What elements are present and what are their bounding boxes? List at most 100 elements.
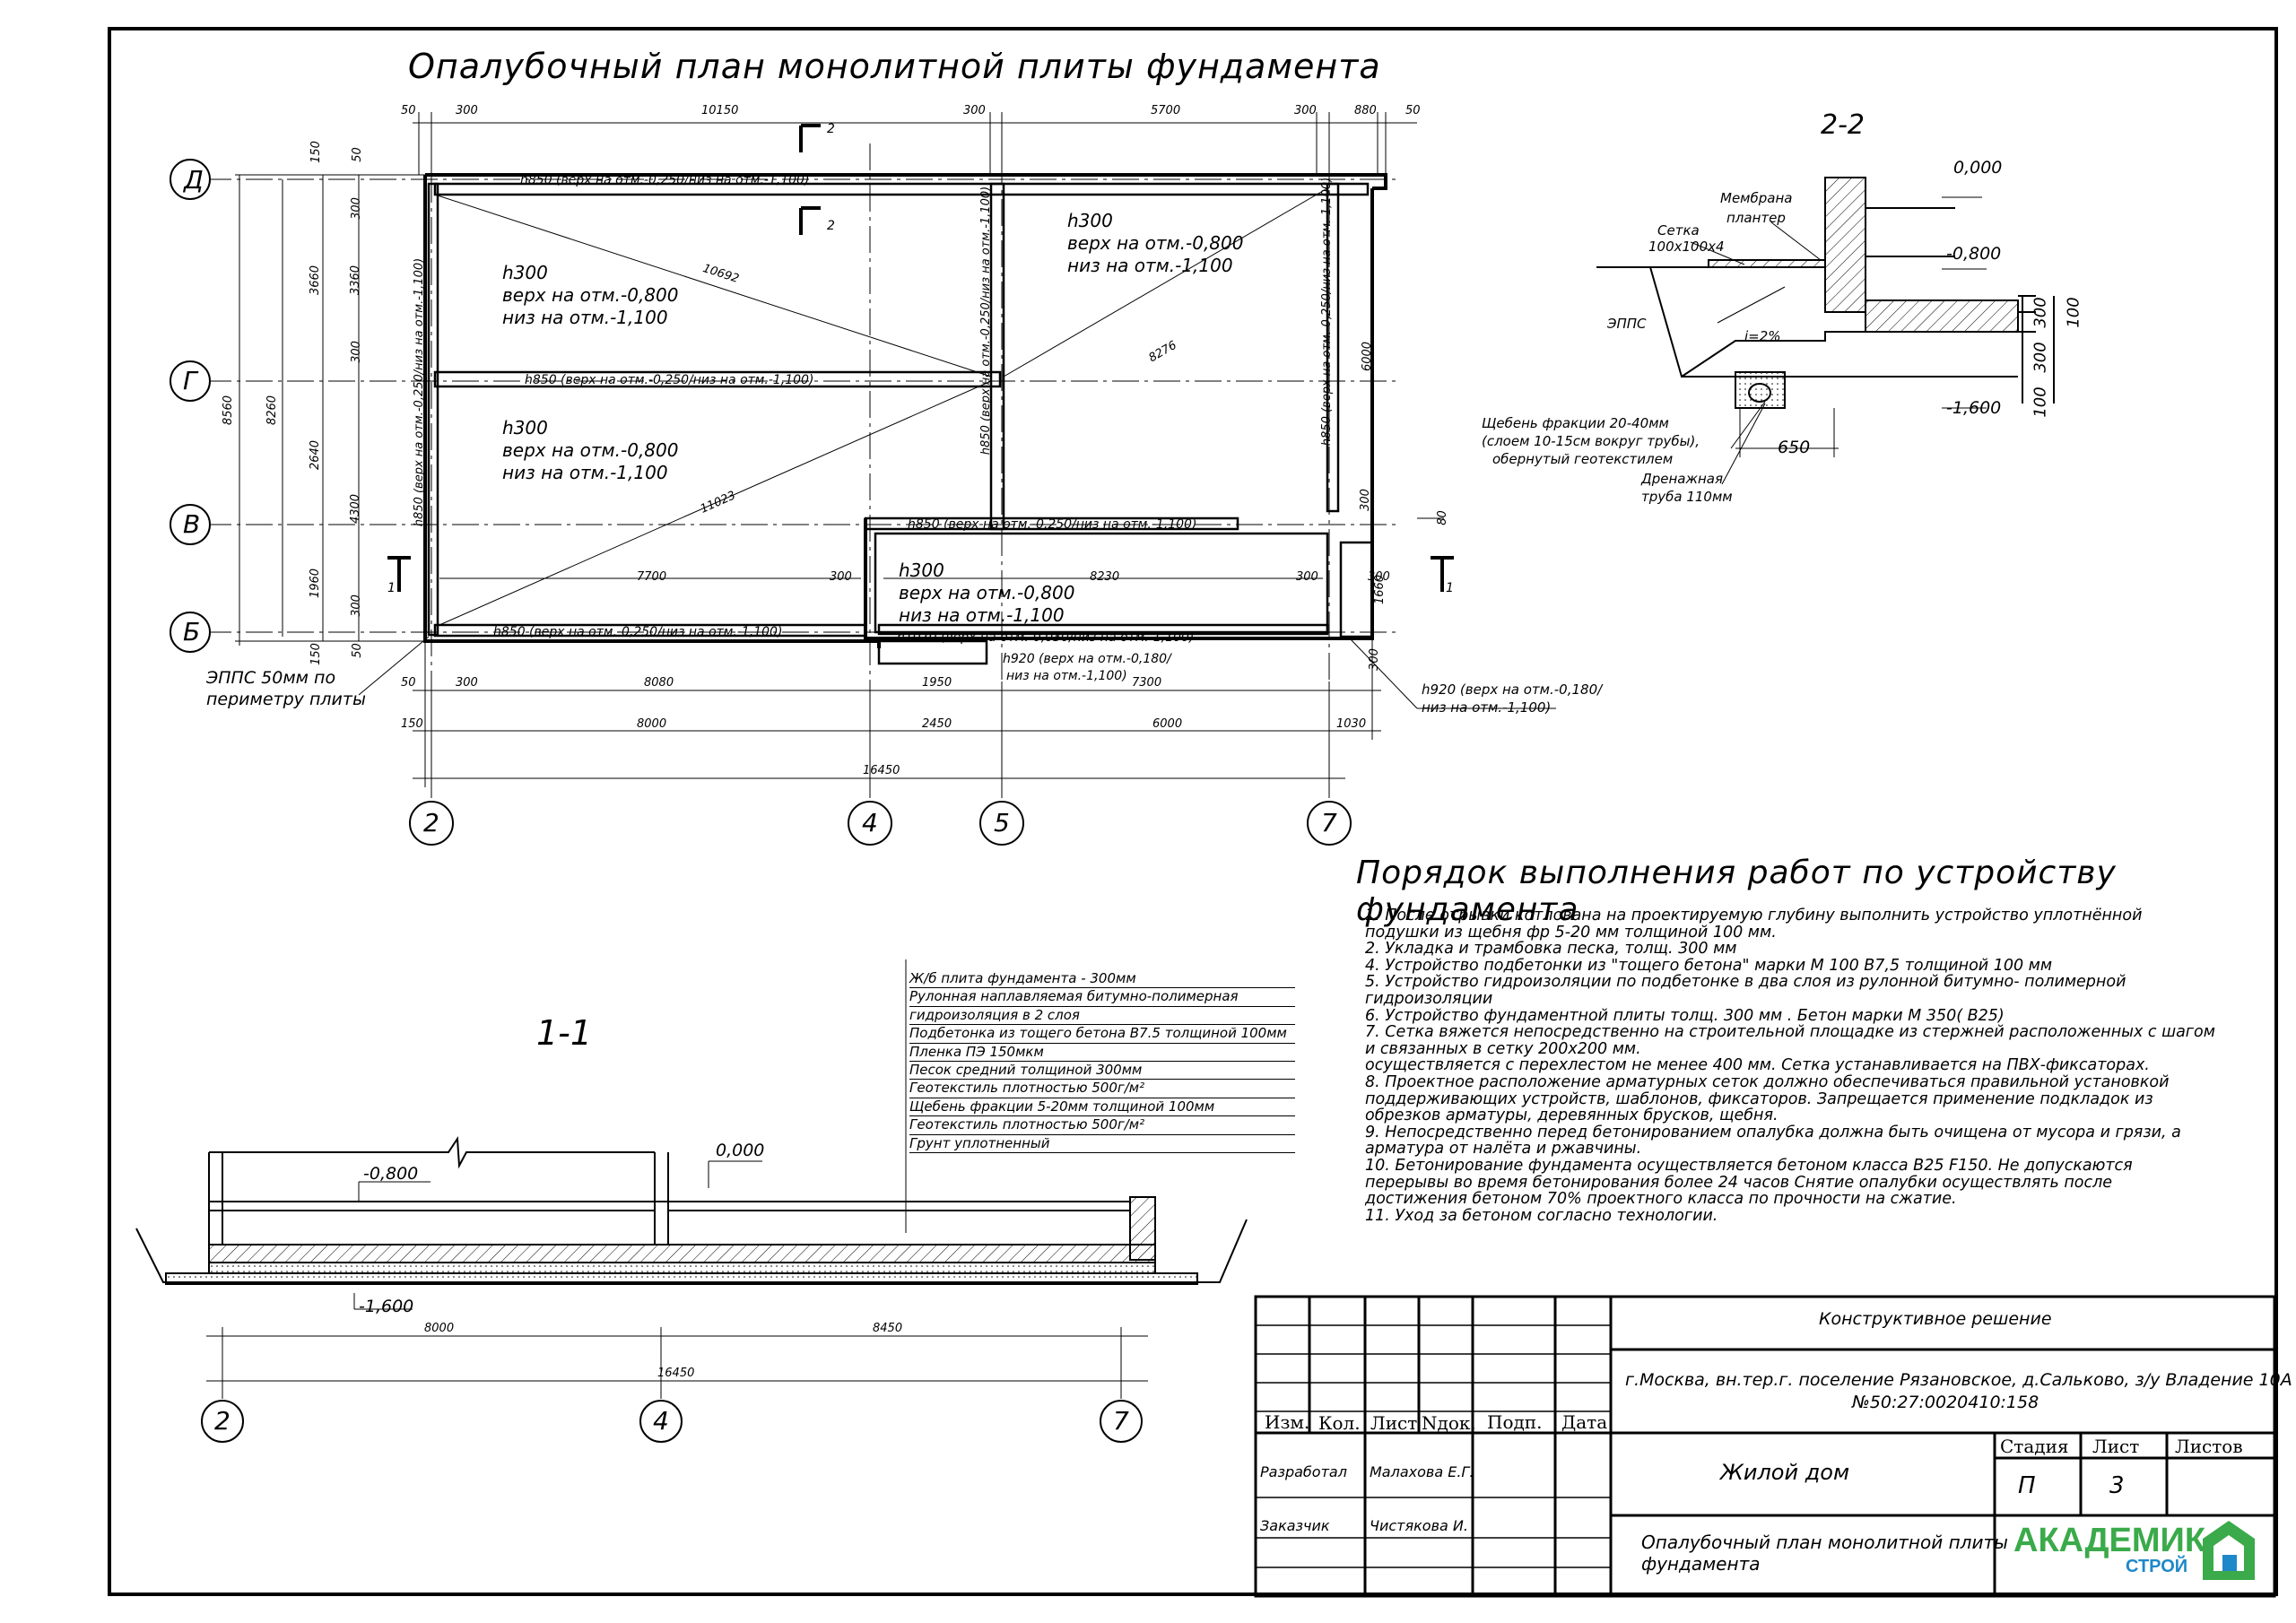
- dim-text: 50: [350, 147, 364, 162]
- logo-house-icon: [2203, 1521, 2255, 1580]
- dim-text: 150: [309, 643, 323, 665]
- tb-developer-name: Малахова Е.Г.: [1370, 1463, 1474, 1480]
- layer-item: Грунт уплотненный: [909, 1135, 1295, 1153]
- axis-bubble: [170, 504, 211, 545]
- dim-text: 6000: [1361, 341, 1375, 372]
- diagonal-dim: [434, 194, 992, 378]
- axis-bubble: [170, 159, 211, 200]
- tb-header: Кол.: [1318, 1412, 1361, 1434]
- dim-text: 2640: [309, 439, 323, 471]
- dim-text: 80: [1435, 510, 1449, 525]
- axis-label-2: 2: [214, 1406, 230, 1436]
- dim-text: 650: [1778, 438, 1811, 457]
- axis-label-7: 7: [1113, 1406, 1129, 1436]
- drawing-title: Опалубочный план монолитной плиты фундам…: [408, 47, 1381, 86]
- tb-developer-label: Разработал: [1260, 1463, 1347, 1480]
- company-logo-subtext: СТРОЙ: [2126, 1557, 2188, 1576]
- tb-stage-label: Стадия: [2000, 1436, 2069, 1457]
- cut-label: 2: [827, 122, 835, 136]
- layer-item: Щебень фракции 5-20мм толщиной 100мм: [909, 1098, 1295, 1117]
- dim-text: 300: [1368, 570, 1390, 584]
- section-note: Мембрана: [1720, 190, 1793, 206]
- dim-text: 1030: [1336, 717, 1367, 731]
- beam-label: h850 (верх на отм.-0,250/низ на отм.-1,1…: [1320, 177, 1335, 447]
- axis-label-4: 4: [653, 1406, 669, 1436]
- elevation-label: -1,600: [359, 1297, 414, 1316]
- dim-text: 8000: [424, 1322, 455, 1335]
- beam-label: h850 (верх на отм.-0,250/низ на отм.-1,1…: [908, 517, 1197, 532]
- dim-text: 300: [456, 676, 478, 690]
- work-order-notes: 1. После отрывки котлована на проектируе…: [1365, 907, 2217, 1224]
- tb-customer-label: Заказчик: [1260, 1517, 1330, 1534]
- section-note: i=2%: [1744, 328, 1781, 344]
- layer-item: Геотекстиль плотностью 500г/м²: [909, 1116, 1295, 1135]
- work-order-title: Порядок выполнения работ по устройству ф…: [1356, 855, 2117, 928]
- axis-bubble: [201, 1400, 244, 1443]
- section-note: Сетка: [1657, 222, 1700, 239]
- company-logo-text: АКАДЕМИК: [2013, 1522, 2206, 1559]
- dim-text: 10150: [701, 104, 739, 117]
- dim-text: 8560: [222, 395, 236, 426]
- dim-text: 50: [401, 104, 416, 117]
- layer-item: Ж/б плита фундамента - 300мм: [909, 970, 1295, 989]
- beam-label: h850 (верх на отм.-0,250/низ на отм.-1,1…: [413, 257, 427, 527]
- axis-label-d: Д: [184, 165, 204, 195]
- axis-bubble: [639, 1400, 683, 1443]
- note-item: 4. Устройство подбетонки из "тощего бето…: [1365, 956, 2053, 975]
- section-note: ЭППС: [1607, 316, 1647, 332]
- dim-text: 1960: [309, 568, 323, 599]
- axis-label-4: 4: [862, 808, 878, 838]
- beam-label: низ на отм.-1,100): [1006, 669, 1127, 683]
- elevation-label: -0,800: [363, 1164, 419, 1184]
- dim-text: 7700: [637, 570, 667, 584]
- dim-text: 5700: [1151, 104, 1181, 117]
- dim-text: 8000: [637, 717, 667, 731]
- dim-text: 4300: [349, 493, 363, 525]
- note-item: 2. Укладка и трамбовка песка, толщ. 300 …: [1365, 940, 1737, 959]
- dim-text: 8230: [1090, 570, 1120, 584]
- tb-header: Подп.: [1487, 1411, 1543, 1433]
- axis-bubble: [848, 801, 892, 846]
- note-item: 5. Устройство гидроизоляции по подбетонк…: [1365, 973, 2132, 1008]
- axis-bubble: [979, 801, 1024, 846]
- tb-cadastral: №50:27:0020410:158: [1852, 1393, 2039, 1412]
- dim-text: 8450: [873, 1322, 903, 1335]
- axis-bubble: [1100, 1400, 1143, 1443]
- left-dimension-lines: [235, 174, 430, 646]
- beam-label: h850 (верх на отм.-0,250/низ на отм.-1,1…: [493, 625, 783, 639]
- dim-text: 300: [1294, 104, 1317, 117]
- cut-label: 1: [387, 581, 396, 595]
- layer-item: гидроизоляция в 2 слоя: [909, 1007, 1295, 1026]
- axis-label-v: В: [183, 509, 201, 539]
- axis-label-7: 7: [1321, 808, 1337, 838]
- tb-stage: П: [2018, 1472, 2036, 1499]
- dim-text: 1660: [1373, 574, 1387, 605]
- beam-label: h1070 (верх на отм.-0,030/низ на отм.-1,…: [897, 630, 1195, 645]
- dim-text: 300: [349, 341, 363, 363]
- dim-text: 50: [1405, 104, 1421, 117]
- dim-text: 300: [963, 104, 986, 117]
- layer-item: Пленка ПЭ 150мкм: [909, 1044, 1295, 1062]
- note-item: 8. Проектное расположение арматурных сет…: [1365, 1072, 2175, 1125]
- dim-text: 7300: [1132, 676, 1162, 690]
- axis-bubbles: [170, 159, 1352, 846]
- bottom-dimension-lines: [413, 638, 1381, 798]
- note-item: 9. Непосредственно перед бетонированием …: [1365, 1123, 2187, 1159]
- tb-sheet: 3: [2109, 1472, 2125, 1499]
- dim-text: 2450: [922, 717, 952, 731]
- layer-item: Геотекстиль плотностью 500г/м²: [909, 1080, 1295, 1098]
- dim-text: 300: [349, 197, 363, 220]
- dim-text: 3660: [309, 265, 323, 296]
- section-2-2-title: 2-2: [1821, 109, 1865, 141]
- top-dimension-lines: [413, 112, 1417, 175]
- dim-text: 16450: [657, 1367, 695, 1380]
- axis-bubble: [409, 801, 454, 846]
- tb-sheet-label: Лист: [2092, 1436, 2140, 1457]
- note-item: 7. Сетка вяжется непосредственно на стро…: [1365, 1023, 2221, 1058]
- diagonal-dim: [439, 380, 992, 626]
- beam-label: h920 (верх на отм.-0,180/: [1422, 681, 1603, 698]
- dim-text: 3360: [349, 265, 363, 296]
